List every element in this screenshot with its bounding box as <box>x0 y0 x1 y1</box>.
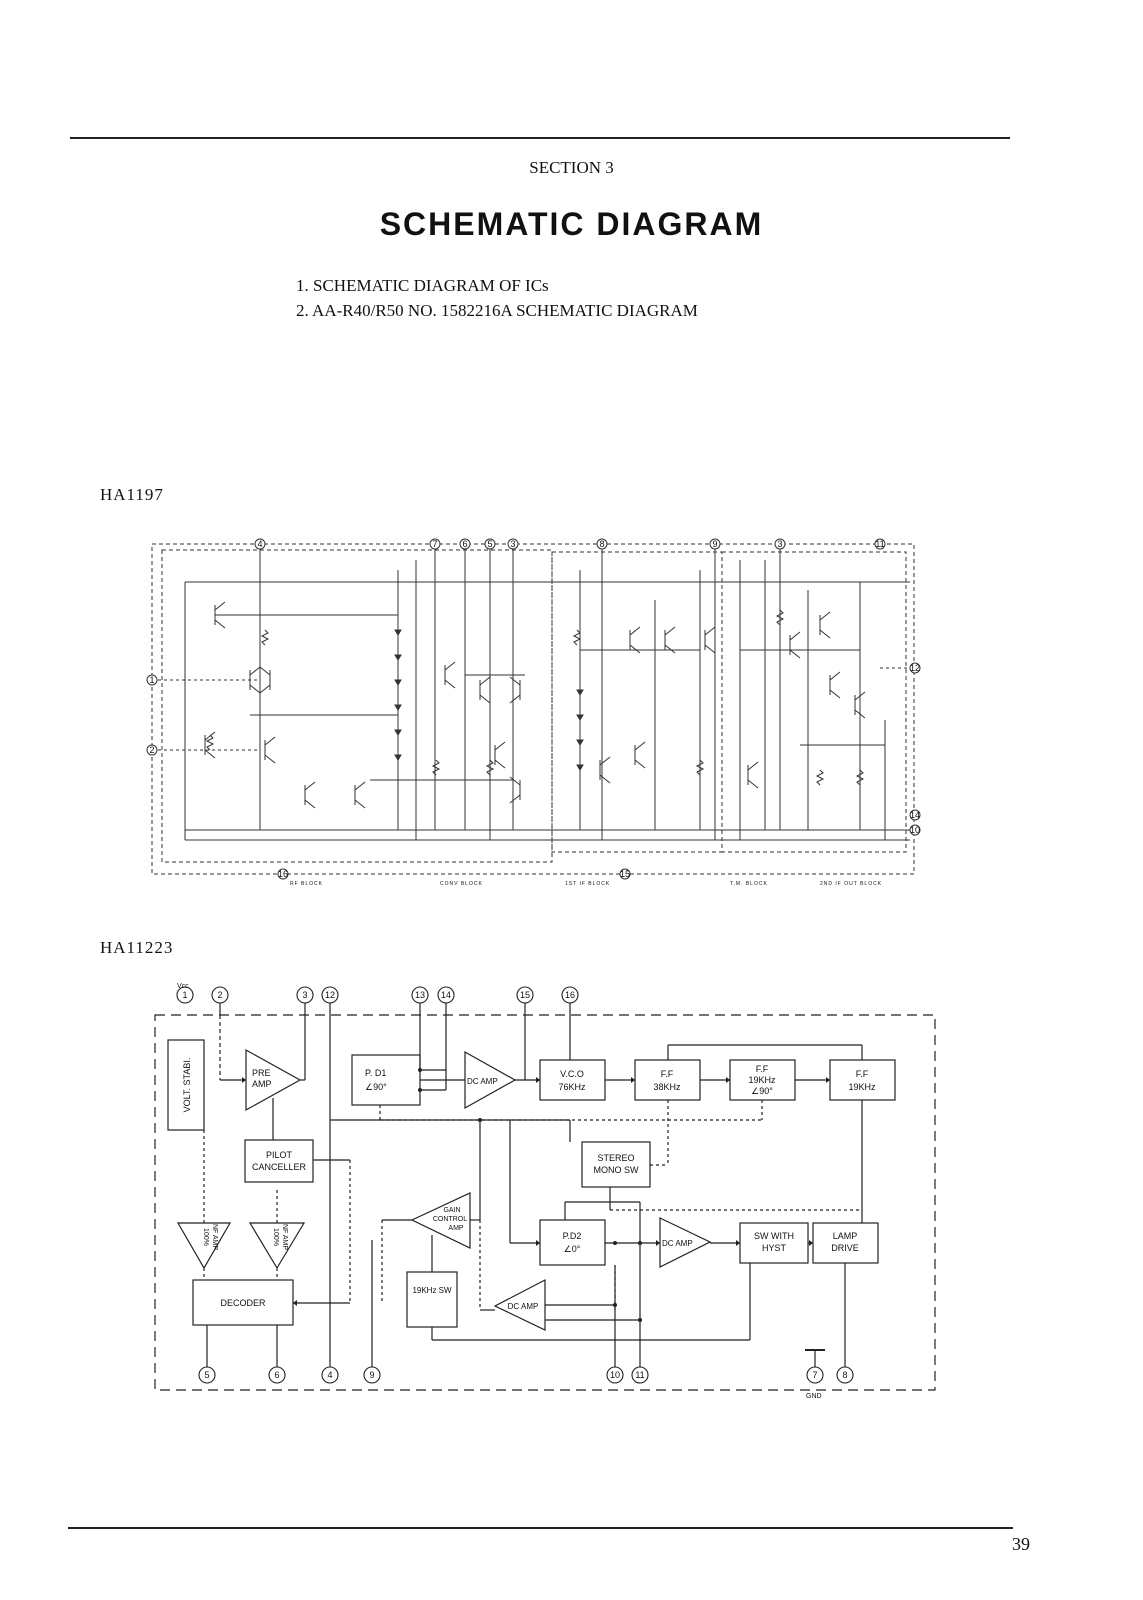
pd1-label-2: ∠90° <box>365 1082 387 1092</box>
vco-label-1: V.C.O <box>560 1069 584 1079</box>
sw-hyst-label-1: SW WITH <box>754 1231 794 1241</box>
pd2-label-1: P.D2 <box>563 1231 582 1241</box>
ic2-pin-8: 8 <box>842 1370 847 1380</box>
ic2-pin-1: 1 <box>182 990 187 1000</box>
ic1-pin-7: 7 <box>432 539 437 549</box>
ic1-pin-1: 1 <box>149 675 154 685</box>
ic1-block-2nd-if: 2ND IF OUT BLOCK <box>820 881 882 887</box>
ff2-label-1: F.F <box>756 1064 769 1074</box>
ic1-block-1st-if: 1ST IF BLOCK <box>565 881 610 887</box>
ic2-pin-16: 16 <box>565 990 575 1000</box>
gain-label-3: AMP <box>448 1225 464 1232</box>
ic2-pin-6: 6 <box>274 1370 279 1380</box>
nf2-label-1: 100% <box>272 1228 279 1246</box>
page-number: 39 <box>1012 1534 1030 1554</box>
decoder-label: DECODER <box>220 1298 266 1308</box>
gnd-label: GND <box>806 1393 822 1400</box>
nf2-label-2: NF AMP <box>281 1224 288 1250</box>
dc-amp-low-label: DC AMP <box>508 1302 539 1311</box>
ic1-block-conv: CONV BLOCK <box>440 881 483 887</box>
ic2-pin-2: 2 <box>217 990 222 1000</box>
ic2-pin-11: 11 <box>635 1370 644 1380</box>
sw-hyst-label-2: HYST <box>762 1243 787 1253</box>
ic1-pin-11: 11 <box>875 539 884 549</box>
ha1197-schematic: 4 7 6 5 3 8 9 3 11 1 2 12 14 10 16 15 RF… <box>146 538 921 887</box>
ic1-pin-9: 9 <box>712 539 717 549</box>
vcc-label: Vcc <box>177 983 189 990</box>
ff3-label-2: 19KHz <box>848 1082 876 1092</box>
ff1-label-2: 38KHz <box>653 1082 681 1092</box>
lamp-label-2: DRIVE <box>831 1243 859 1253</box>
sw19-label: 19KHz SW <box>412 1286 452 1295</box>
ic2-pin-7: 7 <box>812 1370 817 1380</box>
ic2-pin-4: 4 <box>327 1370 332 1380</box>
contents-item-2: 2. AA-R40/R50 NO. 1582216A SCHEMATIC DIA… <box>296 301 698 320</box>
ic2-pin-9: 9 <box>369 1370 374 1380</box>
ha11223-block-diagram: Vcc GND 1 2 3 12 13 14 15 16 5 6 4 9 10 … <box>154 983 936 1400</box>
dc-amp-mid-label: DC AMP <box>662 1239 693 1248</box>
ic2-pin-15: 15 <box>520 990 530 1000</box>
ic2-pin-14: 14 <box>441 990 451 1000</box>
dc-amp-top-label: DC AMP <box>467 1077 498 1086</box>
section-label: SECTION 3 <box>529 158 614 177</box>
ic1-pin-16: 16 <box>278 869 288 879</box>
ic2-pin-13: 13 <box>415 990 425 1000</box>
ff3-label-1: F.F <box>856 1069 869 1079</box>
ic2-pin-5: 5 <box>204 1370 209 1380</box>
ff2-label-3: ∠90° <box>751 1086 773 1096</box>
nf1-label-2: NF AMP <box>211 1224 218 1250</box>
ic1-block-rf: RF BLOCK <box>290 881 323 887</box>
ic2-pin-3: 3 <box>302 990 307 1000</box>
ic1-pin-14: 14 <box>910 810 920 820</box>
volt-stabi-label: VOLT. STABI. <box>182 1058 192 1113</box>
pre-amp-label-2: AMP <box>252 1079 272 1089</box>
ic1-pin-2: 2 <box>149 745 154 755</box>
bottom-rule <box>68 1527 1013 1529</box>
contents-item-1: 1. SCHEMATIC DIAGRAM OF ICs <box>296 276 549 295</box>
gain-label-2: CONTROL <box>433 1216 467 1223</box>
pd1-label-1: P. D1 <box>365 1068 386 1078</box>
page-title: SCHEMATIC DIAGRAM <box>379 206 764 242</box>
ic1-pin-10: 10 <box>910 825 920 835</box>
lamp-label-1: LAMP <box>833 1231 858 1241</box>
stereo-label-2: MONO SW <box>594 1165 640 1175</box>
ic1-label: HA1197 <box>100 485 164 504</box>
ic2-pin-12: 12 <box>325 990 335 1000</box>
ic1-pin-6: 6 <box>462 539 467 549</box>
ic2-label: HA11223 <box>100 938 174 957</box>
gain-label-1: GAIN <box>443 1207 460 1214</box>
ic1-pin-3a: 3 <box>510 539 515 549</box>
pre-amp-label-1: PRE <box>252 1068 271 1078</box>
ff1-label-1: F.F <box>661 1069 674 1079</box>
vco-label-2: 76KHz <box>558 1082 586 1092</box>
ic1-pin-8: 8 <box>599 539 604 549</box>
top-rule <box>70 137 1010 139</box>
ic1-pin-12: 12 <box>910 663 920 673</box>
stereo-label-1: STEREO <box>597 1153 634 1163</box>
pilot-label-2: CANCELLER <box>252 1162 307 1172</box>
ic1-pin-4: 4 <box>257 539 262 549</box>
ic1-pin-15: 15 <box>620 869 630 879</box>
pilot-label-1: PILOT <box>266 1150 293 1160</box>
pd2-label-2: ∠0° <box>564 1244 581 1254</box>
ff2-label-2: 19KHz <box>748 1075 776 1085</box>
ic1-pin-5: 5 <box>487 539 492 549</box>
ic1-pin-3b: 3 <box>777 539 782 549</box>
nf1-label-1: 100% <box>202 1228 209 1246</box>
ic1-block-tm: T.M. BLOCK <box>730 881 768 887</box>
ic2-pin-10: 10 <box>610 1370 620 1380</box>
